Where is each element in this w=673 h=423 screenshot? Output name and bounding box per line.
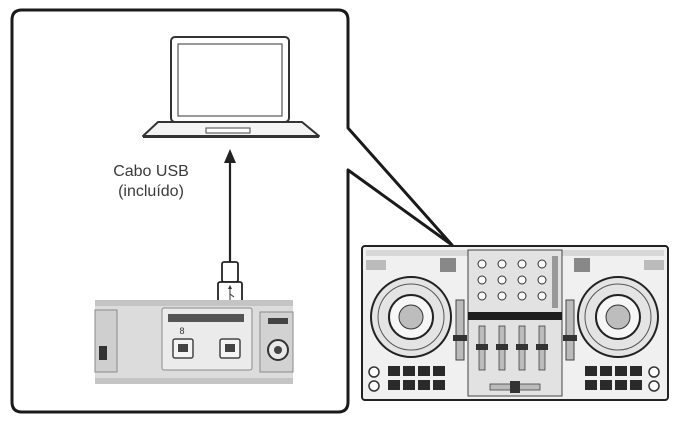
usb-cable-label-line1: Cabo USB	[113, 163, 189, 180]
laptop-icon	[142, 36, 320, 138]
port-number-left: 8	[179, 326, 184, 336]
rear-panel: 8	[94, 300, 294, 384]
usb-cable-label: Cabo USB (incluído)	[88, 162, 214, 202]
usb-cable-label-line2: (incluído)	[118, 183, 184, 200]
dj-controller-icon	[361, 245, 669, 401]
usb-cable	[224, 149, 236, 262]
